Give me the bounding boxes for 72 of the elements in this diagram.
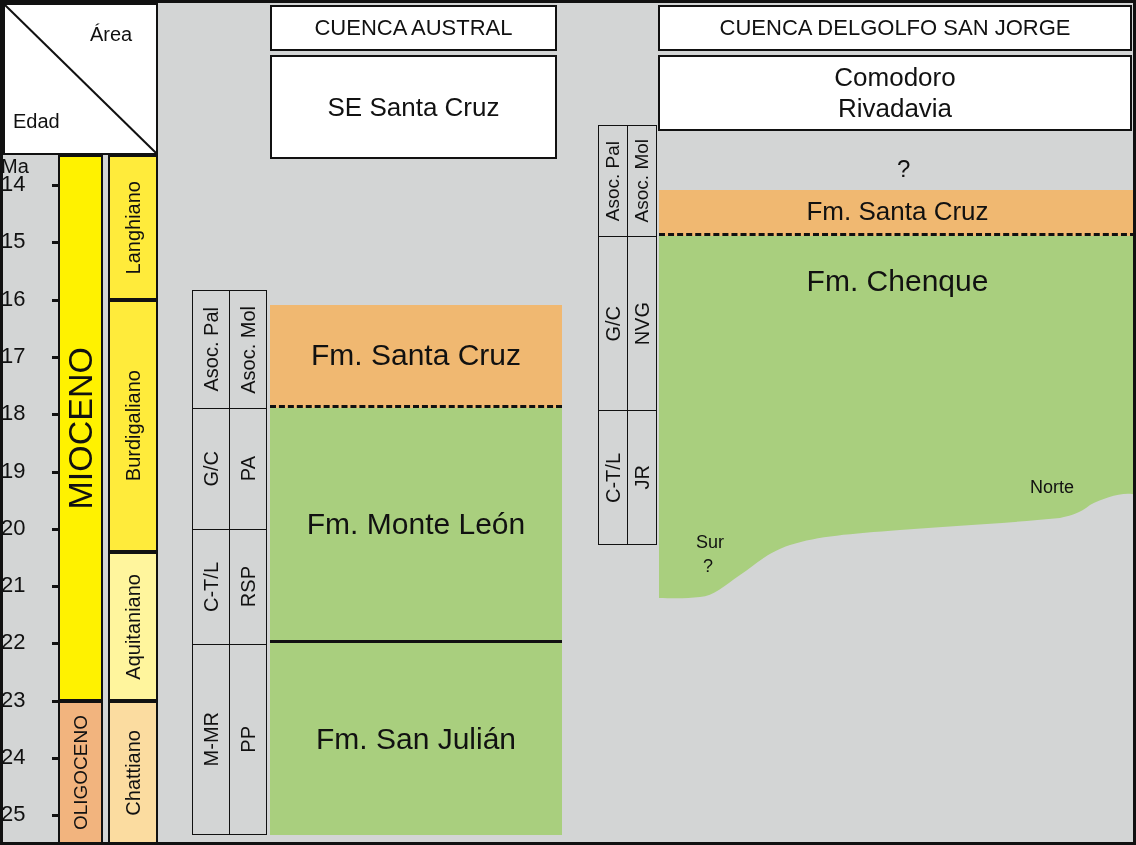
age-tick-label: 21: [1, 574, 26, 597]
age-tick-label: 19: [1, 459, 26, 482]
formation-band: [270, 643, 562, 835]
stage-band: [108, 552, 158, 701]
vertical-label: Langhiano: [121, 180, 145, 275]
age-tick-label: 16: [1, 287, 26, 310]
vertical-label: RSP: [236, 566, 260, 608]
formation-band: [270, 408, 562, 643]
vertical-label: Aquitaniano: [121, 573, 145, 680]
question-mark: ?: [703, 557, 713, 575]
corner-header-cell: [3, 3, 158, 155]
table-cell: [598, 410, 628, 545]
unit-name: CUENCA DELGOLFO SAN JORGE: [719, 15, 1071, 41]
age-tick-label: 25: [1, 803, 26, 826]
vertical-label: Chattiano: [121, 730, 145, 816]
vertical-label: G/C: [199, 451, 223, 487]
vertical-label: Asoc. Mol: [631, 139, 653, 223]
age-tick-label: 24: [1, 746, 26, 768]
table-cell: [192, 290, 230, 409]
row-header-text: Edad: [13, 110, 60, 133]
vertical-label: JR: [630, 465, 654, 490]
unit-name: Comodoro Rivadavia: [833, 62, 957, 124]
vertical-label: M-MR: [199, 712, 223, 767]
formation-band: [659, 236, 1136, 600]
stage-band: [108, 300, 158, 552]
table-cell: [229, 290, 267, 409]
unit-name: CUENCA AUSTRAL: [314, 15, 513, 41]
vertical-label: G/C: [601, 305, 625, 342]
unit-name: Fm. Santa Cruz: [310, 338, 522, 372]
formation-band: [270, 305, 562, 408]
vertical-label: C-T/L: [601, 452, 625, 503]
table-cell: [627, 410, 657, 545]
epoch-band: [58, 700, 103, 845]
note-text: Sur: [696, 533, 724, 551]
age-tick-label: 14: [1, 173, 26, 195]
basin-header: [270, 5, 557, 51]
unit-name: Fm. Chenque: [806, 264, 989, 298]
stage-band: [108, 155, 158, 300]
locality-header: [658, 55, 1132, 131]
vertical-label: Burdigaliano: [121, 370, 145, 482]
note-text: Norte: [1030, 478, 1074, 496]
stage-band: [108, 700, 158, 845]
age-tick-label: 23: [1, 688, 26, 711]
unit-name: Fm. San Julián: [315, 722, 517, 756]
vertical-label: Asoc. Pal: [602, 140, 624, 222]
unit-name: SE Santa Cruz: [326, 91, 501, 123]
epoch-band: [58, 155, 103, 701]
vertical-label: PP: [236, 726, 260, 753]
vertical-label: C-T/L: [199, 562, 223, 612]
column-header-text: Área: [90, 23, 133, 46]
unit-label: Ma: [1, 156, 29, 176]
age-tick-label: 15: [1, 230, 26, 253]
age-tick-label: 20: [1, 516, 26, 539]
vertical-label: Asoc. Pal: [199, 307, 223, 392]
table-cell: [627, 125, 657, 237]
table-cell: [598, 125, 628, 237]
formation-band: [659, 190, 1136, 236]
unit-name: Fm. Monte León: [306, 507, 526, 541]
age-tick-label: 17: [1, 344, 26, 367]
locality-header: [270, 55, 557, 159]
question-mark: ?: [897, 157, 911, 181]
basin-header: [658, 5, 1132, 51]
unit-name: Fm. Santa Cruz: [806, 196, 989, 227]
vertical-label: MIOCENO: [61, 346, 100, 510]
age-tick-label: 18: [1, 402, 26, 425]
vertical-label: Asoc. Mol: [236, 305, 260, 394]
vertical-label: OLIGOCENO: [69, 715, 92, 831]
age-tick-label: 22: [1, 631, 26, 654]
vertical-label: PA: [236, 456, 260, 482]
vertical-label: NVG: [630, 301, 654, 346]
table-cell: [192, 644, 230, 835]
table-cell: [229, 644, 267, 835]
